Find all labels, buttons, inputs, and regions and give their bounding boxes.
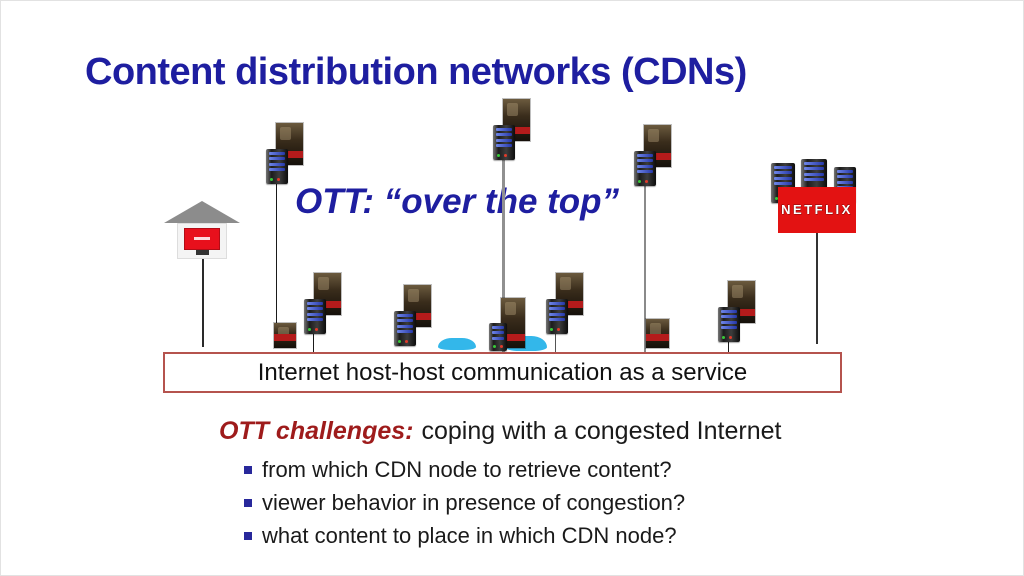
bullet-square-icon [244, 531, 252, 540]
server-icon [718, 307, 740, 342]
connector-line [728, 339, 729, 353]
cdn-server-node [546, 273, 586, 337]
movie-poster-icon [274, 323, 296, 348]
server-icon [493, 125, 515, 160]
server-icon [394, 311, 416, 346]
bullet-text: what content to place in which CDN node? [262, 522, 677, 548]
list-item: from which CDN node to retrieve content? [244, 453, 685, 486]
bullet-square-icon [244, 498, 252, 507]
bullet-square-icon [244, 465, 252, 474]
challenges-rest: coping with a congested Internet [421, 417, 782, 445]
ott-quote-label: OTT: “over the top” [295, 182, 620, 221]
server-icon [546, 299, 568, 334]
service-box-text: Internet host-host communication as a se… [257, 358, 748, 386]
list-item: what content to place in which CDN node? [244, 519, 685, 552]
page-title: Content distribution networks (CDNs) [85, 51, 747, 93]
cdn-server-node [493, 99, 533, 163]
house-tv-icon [164, 201, 240, 261]
cdn-server-node [634, 125, 674, 189]
server-icon [304, 299, 326, 334]
movie-poster-icon [276, 123, 303, 165]
list-item: viewer behavior in presence of congestio… [244, 486, 685, 519]
netflix-badge: NETFLIX [778, 187, 856, 233]
movie-poster-icon [646, 319, 669, 348]
connector-line [502, 159, 505, 353]
connector-line [313, 334, 314, 353]
roof-icon [164, 201, 240, 223]
service-box: Internet host-host communication as a se… [163, 352, 842, 393]
connector-line [555, 329, 556, 353]
challenges-lead: OTT challenges: [219, 417, 414, 445]
cloud-icon [438, 338, 476, 350]
movie-poster-icon [728, 281, 755, 323]
netflix-label: NETFLIX [781, 202, 853, 217]
cdn-server-node [394, 285, 434, 349]
connector-line [644, 182, 646, 353]
tv-screen-icon [184, 228, 220, 255]
connector-line [202, 259, 204, 347]
cdn-server-node [718, 281, 758, 345]
bullet-text: viewer behavior in presence of congestio… [262, 489, 686, 515]
server-icon [266, 149, 288, 184]
cdn-server-node [304, 273, 344, 337]
netflix-logo: NETFLIX [766, 157, 868, 237]
bullet-list: from which CDN node to retrieve content?… [244, 453, 685, 552]
server-icon [489, 323, 507, 351]
bullet-text: from which CDN node to retrieve content? [262, 456, 672, 482]
server-icon [634, 151, 656, 186]
house-body [177, 223, 227, 259]
cdn-server-node [489, 298, 529, 362]
challenges-text: OTT challenges:coping with a congested I… [219, 417, 781, 446]
cdn-server-node [266, 123, 306, 187]
connector-line [276, 184, 277, 348]
connector-line [816, 233, 818, 344]
